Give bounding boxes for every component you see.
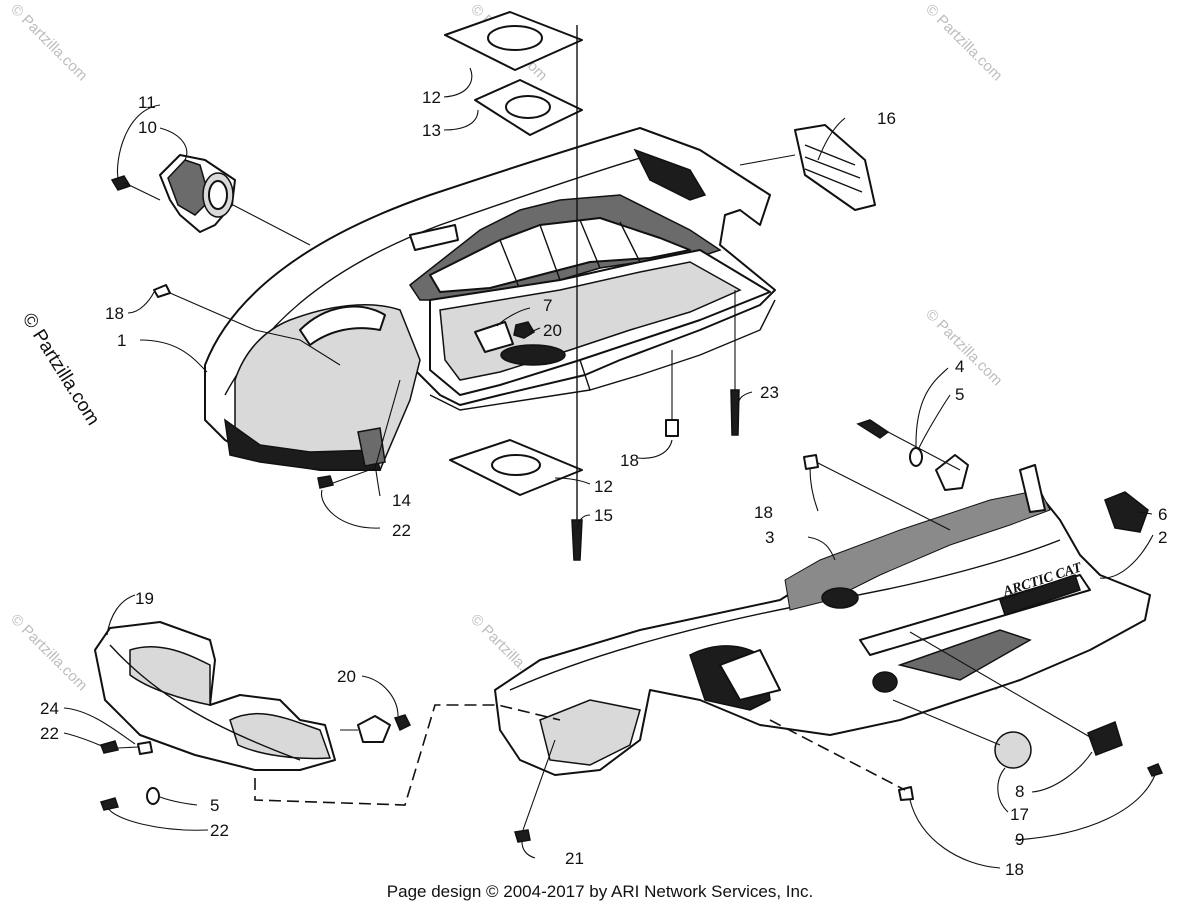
part-9-screw: [1146, 763, 1164, 777]
part-6-cap: [1104, 491, 1149, 533]
callout-16: 16: [877, 109, 896, 128]
part-18-rivet-right: [803, 454, 819, 470]
part-22-bolt-upper: [317, 475, 334, 489]
callout-17: 17: [1010, 805, 1029, 824]
hood-lower: ARCTIC CAT: [494, 489, 1151, 776]
callout-7: 7: [543, 296, 552, 315]
part-7-plate: [474, 321, 514, 353]
callout-8: 8: [1015, 782, 1024, 801]
part-4-bolt: [856, 419, 890, 439]
part-5-washer-lower: [146, 787, 160, 805]
part-18-rivet-middle: [665, 419, 679, 437]
callout-18: 18: [105, 304, 124, 323]
callout-18: 18: [620, 451, 639, 470]
callout-23: 23: [760, 383, 779, 402]
part-19-lower-pan: [94, 621, 336, 771]
callout-2: 2: [1158, 528, 1167, 547]
callout-9: 9: [1015, 830, 1024, 849]
callout-20: 20: [337, 667, 356, 686]
callout-19: 19: [135, 589, 154, 608]
watermark: © Partzilla.com: [7, 611, 90, 694]
part-21-screw: [514, 829, 531, 843]
callout-3: 3: [765, 528, 774, 547]
part-20-nut-lower: [357, 714, 412, 743]
side-watermark: © Partzilla.com: [18, 310, 104, 430]
part-12-plate-lower: [449, 439, 583, 496]
callout-22: 22: [210, 821, 229, 840]
part-18-rivet-upper: [153, 284, 171, 298]
callout-18: 18: [1005, 860, 1024, 879]
callout-15: 15: [594, 506, 613, 525]
callout-1: 1: [117, 331, 126, 350]
part-22-bolt-lower-2: [100, 797, 119, 811]
watermark: © Partzilla.com: [7, 1, 90, 84]
part-22-bolt-lower-1: [100, 740, 119, 754]
part-5-washer: [909, 447, 923, 467]
footer-credit: Page design © 2004-2017 by ARI Network S…: [386, 882, 814, 901]
callout-5: 5: [210, 796, 219, 815]
part-17-lens: [994, 731, 1032, 769]
callout-5: 5: [955, 385, 964, 404]
callout-24: 24: [40, 699, 59, 718]
leaders: [63, 67, 1156, 869]
callout-21: 21: [565, 849, 584, 868]
part-8-plate: [1087, 720, 1123, 756]
watermark: © Partzilla.com: [922, 1, 1005, 84]
callout-6: 6: [1158, 505, 1167, 524]
part-20-nut-upper: [513, 321, 536, 339]
part-11-screw: [110, 175, 132, 191]
callout-11: 11: [138, 93, 156, 112]
watermark: © Partzilla.com: [922, 306, 1005, 389]
callout-13: 13: [422, 121, 441, 140]
callout-12: 12: [594, 477, 613, 496]
callout-20: 20: [543, 321, 562, 340]
callout-14: 14: [392, 491, 411, 510]
part-13-plate: [474, 79, 583, 136]
callout-10: 10: [138, 118, 157, 137]
part-10-boot: [159, 154, 236, 233]
callout-18: 18: [754, 503, 773, 522]
part-23-pin: [730, 389, 740, 436]
callout-12: 12: [422, 88, 441, 107]
callout-4: 4: [955, 357, 964, 376]
part-16-vent: [794, 124, 876, 211]
callout-22: 22: [40, 724, 59, 743]
part-18-rivet-lower: [898, 786, 914, 801]
part-24-clip: [137, 741, 153, 755]
part-15-screw: [571, 519, 583, 561]
callouts: 11 10 12 13 16 18 1 7 20 23 4 5 18 12 14…: [40, 88, 1167, 879]
belly-pan-upper: [204, 127, 776, 471]
callout-22: 22: [392, 521, 411, 540]
part-12-plate-upper: [444, 11, 583, 71]
